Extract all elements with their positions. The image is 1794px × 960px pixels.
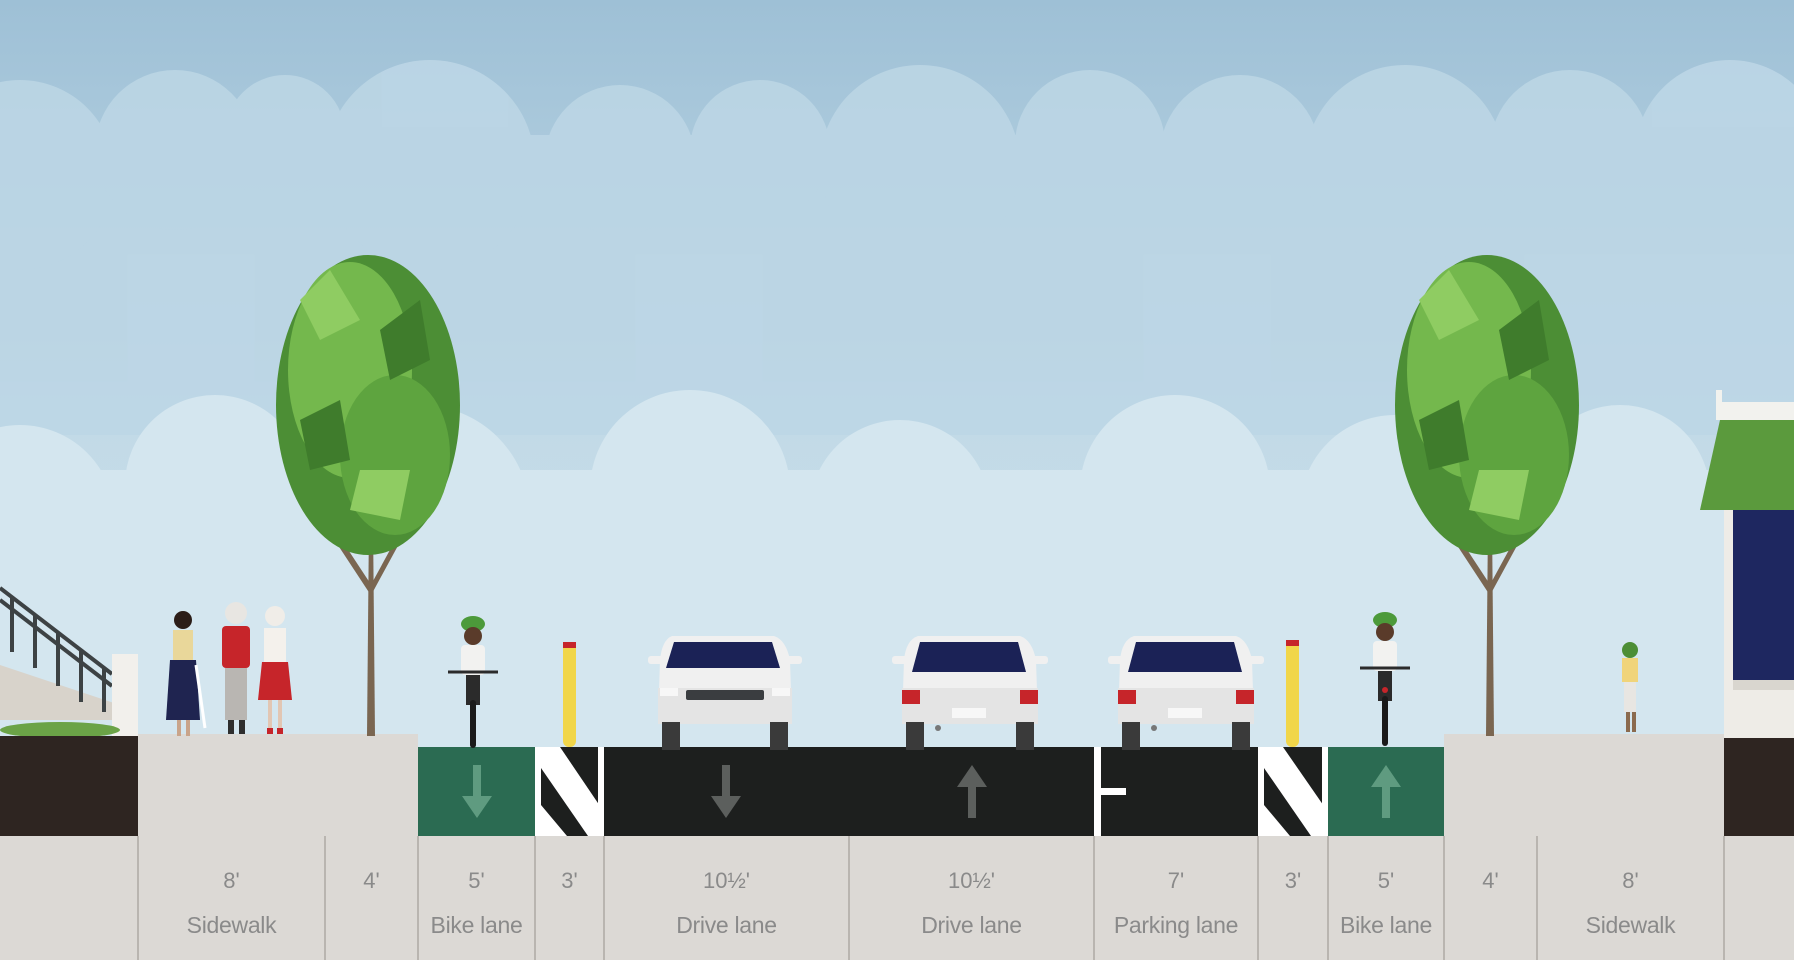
segment-width: 10½' — [702, 868, 751, 893]
segment-name: Sidewalk — [186, 912, 277, 938]
segment-sidewalk-right: 8' Sidewalk — [1537, 836, 1724, 960]
segment-buffer-left: 3' — [535, 836, 604, 960]
segment-labels: 8' Sidewalk 4' 5' Bike lane 3' 10½' Driv… — [0, 836, 1794, 960]
segment-width: 3' — [561, 868, 578, 893]
segment-width: 7' — [1167, 868, 1185, 893]
labels-band — [0, 836, 1794, 960]
bollard-icon — [1286, 640, 1299, 747]
direction-arrow-icon — [1371, 765, 1401, 818]
car-icon — [648, 636, 802, 750]
left-planter-soil — [0, 736, 138, 836]
parking-lane-marking — [1094, 747, 1126, 836]
building-icon — [1700, 390, 1794, 738]
buffer-hatching-right — [1258, 747, 1328, 836]
segment-name: Bike lane — [1340, 912, 1432, 938]
segment-name: Parking lane — [1113, 912, 1239, 938]
segment-width: 3' — [1284, 868, 1302, 893]
segment-planting-right: 4' — [1444, 836, 1537, 960]
direction-arrow-icon — [957, 765, 987, 818]
direction-arrow-icon — [462, 765, 492, 818]
buffer-hatching-left — [535, 747, 604, 836]
segment-planting-left: 4' — [325, 836, 418, 960]
car-icon — [892, 636, 1048, 750]
left-sidewalk-surface — [138, 734, 418, 836]
tree-icon — [1395, 255, 1579, 736]
segment-name: Drive lane — [676, 912, 777, 938]
right-planter-soil — [1724, 738, 1794, 836]
pedestrian-icon — [1622, 642, 1638, 732]
segment-width: 10½' — [947, 868, 996, 893]
car-icon — [1108, 636, 1264, 750]
pedestrian-icon — [258, 606, 292, 734]
segment-name: Bike lane — [430, 912, 523, 938]
segment-dividers — [137, 836, 1725, 960]
segment-bike-lane-right: 5' Bike lane — [1328, 836, 1444, 960]
segment-width: 4' — [363, 868, 380, 893]
direction-arrow-icon — [711, 765, 741, 818]
segment-width: 8' — [223, 868, 240, 893]
segment-drive-lane-left: 10½' Drive lane — [604, 836, 849, 960]
segment-name: Drive lane — [921, 912, 1022, 938]
pedestrian-icon — [222, 602, 250, 734]
segment-width: 4' — [1482, 868, 1499, 893]
cyclist-icon — [1360, 612, 1410, 746]
segment-buffer-right: 3' — [1258, 836, 1328, 960]
segment-width: 5' — [468, 868, 485, 893]
segment-bike-lane-left: 5' Bike lane — [418, 836, 535, 960]
segment-drive-lane-right: 10½' Drive lane — [849, 836, 1094, 960]
segment-parking-lane: 7' Parking lane — [1094, 836, 1258, 960]
segment-width: 5' — [1377, 868, 1395, 893]
tree-icon — [276, 255, 460, 736]
segment-name: Sidewalk — [1585, 912, 1676, 938]
segment-width: 8' — [1622, 868, 1639, 893]
right-sidewalk-surface — [1444, 734, 1724, 836]
bollard-icon — [563, 642, 576, 747]
segment-sidewalk-left: 8' Sidewalk — [138, 836, 325, 960]
stairs-icon — [0, 586, 138, 738]
cyclist-icon — [448, 616, 498, 748]
pedestrian-icon — [166, 611, 207, 736]
